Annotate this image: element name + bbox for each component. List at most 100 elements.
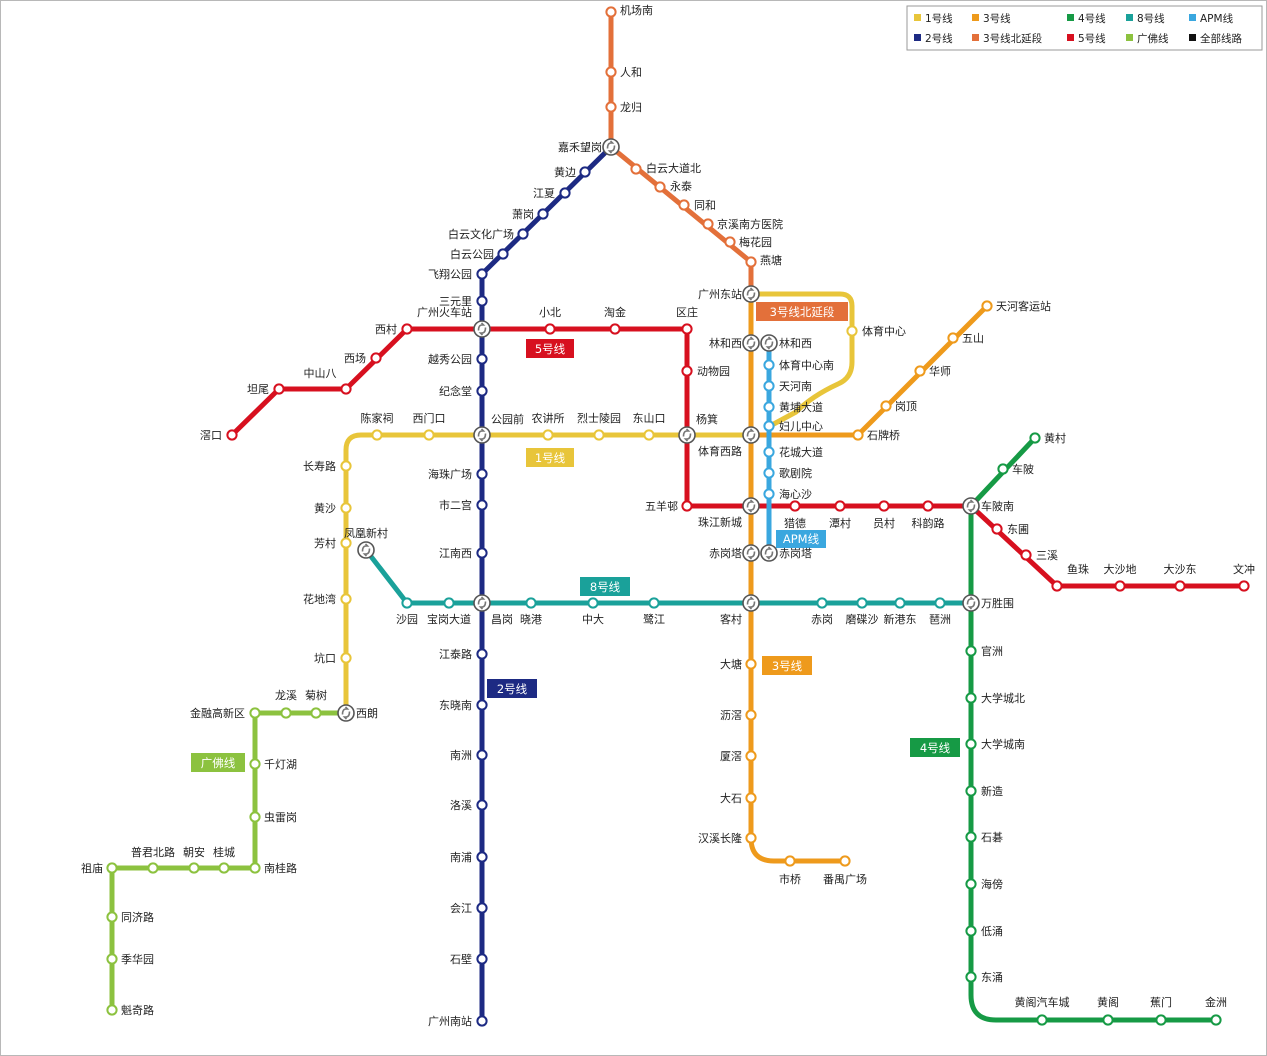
station-pazhou[interactable]: 琶洲 — [929, 597, 951, 626]
station-sanxi[interactable]: 三溪 — [1020, 549, 1058, 562]
station-chebei[interactable]: 车陂 — [997, 462, 1034, 476]
station-guicheng[interactable]: 桂城 — [213, 845, 235, 874]
station-huachengdadao[interactable]: 花城大道 — [763, 445, 823, 459]
station-gangding[interactable]: 岗顶 — [880, 400, 917, 413]
station-tianhekeyunzhan[interactable]: 天河客运站 — [981, 299, 1051, 313]
legend-item-line1[interactable]: 1号线 — [914, 12, 953, 25]
station-tiyuzhongxinnan[interactable]: 体育中心南 — [763, 358, 834, 372]
station-chebeinan[interactable]: 车陂南 — [962, 497, 1014, 515]
station-shayuan[interactable]: 沙园 — [396, 597, 418, 626]
station-modiesha[interactable]: 磨碟沙 — [846, 597, 879, 626]
station-chigangta[interactable]: 赤岗塔 — [709, 544, 760, 562]
station-xinzao[interactable]: 新造 — [965, 784, 1003, 798]
station-huangge-qiche[interactable]: 黄阁汽车城 — [1015, 995, 1070, 1026]
station-hanxichanglong[interactable]: 汉溪长隆 — [698, 831, 757, 845]
station-dashi[interactable]: 大石 — [720, 791, 757, 805]
station-huangcun[interactable]: 黄村 — [1029, 431, 1066, 445]
station-qiandenghu[interactable]: 千灯湖 — [249, 758, 297, 771]
station-baogangdadao[interactable]: 宝岗大道 — [427, 597, 471, 626]
station-huangpudadao[interactable]: 黄埔大道 — [763, 400, 823, 414]
station-shipaiqiao[interactable]: 石牌桥 — [852, 428, 900, 442]
station-fenghuangxincun[interactable]: 凤凰新村 — [344, 526, 388, 559]
station-chigang[interactable]: 赤岗 — [811, 597, 833, 626]
station-wanshengwei[interactable]: 万胜围 — [962, 594, 1014, 612]
station-dichong[interactable]: 低涌 — [965, 925, 1003, 938]
station-dongxiaonan[interactable]: 东晓南 — [439, 699, 488, 712]
station-fangcun[interactable]: 芳村 — [314, 536, 352, 550]
station-meihuayuan[interactable]: 梅花园 — [724, 235, 772, 249]
station-huangsha[interactable]: 黄沙 — [314, 501, 352, 515]
station-tonghe[interactable]: 同和 — [678, 199, 716, 212]
station-huangbian[interactable]: 黄边 — [554, 165, 591, 179]
station-jiangxia[interactable]: 江夏 — [533, 187, 571, 200]
station-guanzhou[interactable]: 官洲 — [965, 644, 1003, 658]
station-linhexi[interactable]: 林和西 — [709, 334, 760, 352]
station-dashadong[interactable]: 大沙东 — [1164, 562, 1197, 592]
station-sanyuanli[interactable]: 三元里 — [439, 295, 488, 308]
line-3-north-extension-loop[interactable] — [748, 291, 855, 429]
station-fuerzhongxin[interactable]: 妇儿中心 — [763, 420, 823, 433]
station-zhujiangxincheng[interactable]: 珠江新城 — [698, 497, 760, 529]
legend-item-line4[interactable]: 4号线 — [1067, 12, 1106, 25]
station-feixianggongyuan[interactable]: 飞翔公园 — [428, 267, 488, 281]
legend-item-line3n[interactable]: 3号线北延段 — [972, 32, 1043, 45]
station-dongshankou[interactable]: 东山口 — [633, 412, 666, 441]
station-jiaomen[interactable]: 蕉门 — [1150, 995, 1172, 1026]
station-kecun[interactable]: 客村 — [720, 594, 760, 626]
station-xiaogang[interactable]: 萧岗 — [512, 208, 549, 221]
station-xingangdong[interactable]: 新港东 — [884, 597, 917, 626]
station-lijiao[interactable]: 沥滘 — [720, 709, 757, 722]
station-huangge[interactable]: 黄阁 — [1097, 995, 1119, 1026]
line-3-north-path[interactable] — [608, 9, 754, 297]
station-gejuyuan[interactable]: 歌剧院 — [763, 466, 812, 480]
legend-item-line3[interactable]: 3号线 — [972, 12, 1011, 25]
station-changgang[interactable]: 昌岗 — [473, 594, 513, 626]
station-longgui[interactable]: 龙归 — [605, 100, 642, 114]
station-shibei[interactable]: 石碁 — [965, 830, 1003, 844]
legend-item-line5[interactable]: 5号线 — [1067, 32, 1106, 45]
station-jiaokou[interactable]: 滘口 — [200, 429, 238, 442]
station-baiyunwenhua[interactable]: 白云文化广场 — [448, 227, 529, 241]
station-daxuechengnan[interactable]: 大学城南 — [965, 737, 1025, 751]
station-shibi[interactable]: 石壁 — [450, 952, 488, 966]
station-dongwuyuan[interactable]: 动物园 — [681, 364, 730, 378]
station-dongpu[interactable]: 东圃 — [991, 523, 1029, 536]
station-shiergong[interactable]: 市二宫 — [439, 498, 488, 512]
station-guangzhoudongzhan[interactable]: 广州东站 — [698, 285, 760, 303]
station-jiangtailu[interactable]: 江泰路 — [439, 647, 488, 661]
station-longxi[interactable]: 龙溪 — [275, 689, 297, 719]
station-tongjilu[interactable]: 同济路 — [106, 910, 154, 924]
legend-item-gf[interactable]: 广佛线 — [1126, 32, 1169, 45]
legend-item-apm[interactable]: APM线 — [1189, 12, 1234, 25]
station-xiajiao[interactable]: 厦滘 — [720, 750, 757, 763]
station-datang[interactable]: 大塘 — [720, 657, 757, 671]
station-dashadi[interactable]: 大沙地 — [1104, 562, 1137, 592]
station-linhexi-apm[interactable]: 林和西 — [760, 334, 812, 352]
station-haixinsha[interactable]: 海心沙 — [763, 487, 812, 501]
station-yangji[interactable]: 杨箕 — [678, 412, 718, 444]
station-tiyuxilu[interactable]: 体育西路 — [698, 426, 760, 458]
line-4-path[interactable] — [968, 435, 1219, 1023]
station-kengkou[interactable]: 坑口 — [314, 651, 352, 665]
station-leigang[interactable]: 虫雷岗 — [249, 811, 297, 824]
station-haibang[interactable]: 海傍 — [965, 877, 1003, 891]
station-haizhuguangchang[interactable]: 海珠广场 — [428, 467, 488, 481]
station-ximenkou[interactable]: 西门口 — [413, 411, 446, 441]
station-liede[interactable]: 猎德 — [784, 500, 806, 530]
station-pujunbeilu[interactable]: 普君北路 — [131, 845, 175, 874]
legend-item-line2[interactable]: 2号线 — [914, 32, 953, 45]
station-wenchong[interactable]: 文冲 — [1233, 562, 1255, 592]
station-yuzhu[interactable]: 鱼珠 — [1051, 562, 1089, 592]
station-huashi[interactable]: 华师 — [914, 364, 951, 378]
station-chigangta-apm[interactable]: 赤岗塔 — [760, 544, 812, 562]
station-yuancun[interactable]: 员村 — [873, 500, 895, 530]
station-yuexiugongyuan[interactable]: 越秀公园 — [428, 352, 488, 366]
station-yantang[interactable]: 燕塘 — [745, 253, 782, 268]
station-keyunlu[interactable]: 科韵路 — [912, 500, 945, 530]
station-tanwei[interactable]: 坦尾 — [247, 382, 285, 396]
legend-item-line8[interactable]: 8号线 — [1126, 12, 1165, 25]
station-jinzhou[interactable]: 金洲 — [1205, 995, 1227, 1026]
station-xiaogang8[interactable]: 晓港 — [520, 597, 542, 626]
line-1-path[interactable] — [343, 432, 861, 716]
station-jinronggaoxinqu[interactable]: 金融高新区 — [190, 706, 261, 720]
